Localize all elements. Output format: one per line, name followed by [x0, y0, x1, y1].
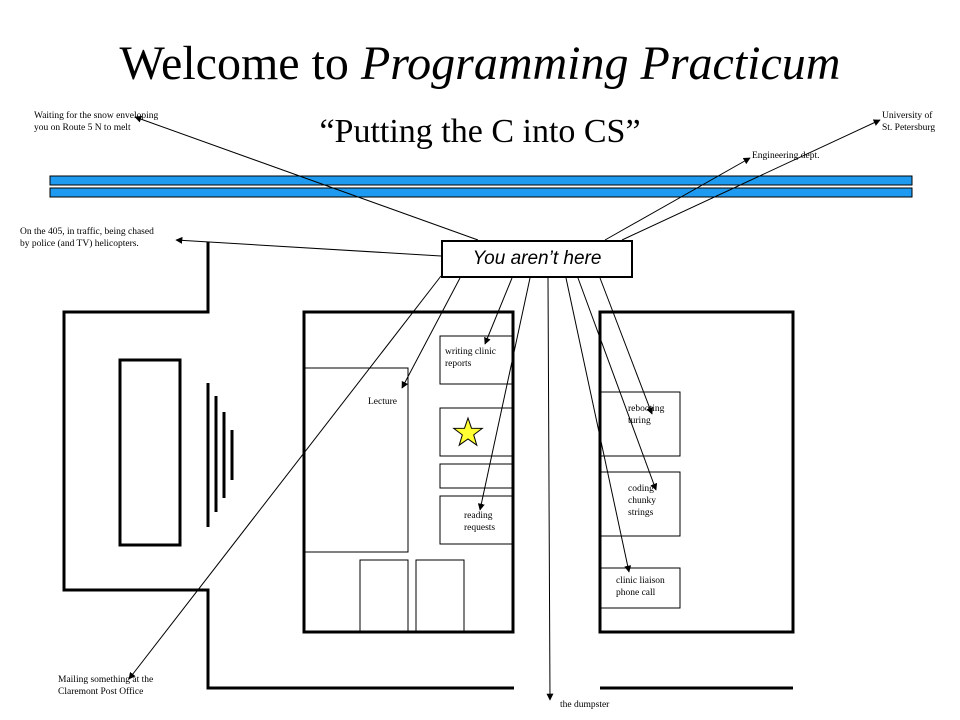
label-st-petersburg-line1: University of: [882, 111, 933, 121]
label-rebooting-line1: rebooting: [628, 404, 665, 414]
road-stripe-top: [49, 175, 913, 186]
label-coding-line1: coding: [628, 484, 654, 494]
label-clinic-line1: clinic liaison: [616, 576, 665, 586]
label-snow-line2: you on Route 5 N to melt: [34, 123, 131, 133]
arrow-to-snow: [134, 115, 479, 241]
label-reading-line1: reading: [464, 511, 493, 521]
star-icon: [452, 416, 484, 447]
coding-room: [599, 471, 681, 537]
star-room: [439, 407, 513, 457]
label-mailing-line1: Mailing something at the: [58, 675, 154, 685]
label-writing-line2: reports: [445, 359, 472, 369]
label-clinic-line2: phone call: [616, 588, 656, 598]
bottom-room-right: [415, 559, 465, 633]
arrow-to-st-petersburg: [621, 119, 881, 241]
label-snow: Waiting for the snow enveloping you on R…: [34, 110, 158, 134]
road-stripe-bottom: [49, 187, 913, 198]
slide-title: Welcome to Programming Practicum: [0, 34, 960, 94]
you-are-here-box: You aren’t here: [441, 240, 633, 278]
label-freeway-line1: On the 405, in traffic, being chased: [20, 227, 154, 237]
arrow-to-reading-requests: [477, 277, 531, 511]
label-freeway-line2: by police (and TV) helicopters.: [20, 239, 139, 249]
label-freeway: On the 405, in traffic, being chased by …: [20, 226, 154, 250]
arrow-to-lecture: [401, 277, 461, 389]
label-post-office: Mailing something at the Claremont Post …: [58, 674, 153, 698]
label-dumpster: the dumpster: [560, 700, 610, 710]
arrow-to-engineering: [604, 157, 751, 241]
label-writing-clinic: writing clinic reports: [445, 346, 496, 370]
lecture-room: [304, 367, 409, 553]
label-coding-line2: chunky: [628, 496, 656, 506]
label-snow-line1: Waiting for the snow enveloping: [34, 111, 159, 121]
arrow-to-clinic-liaison: [565, 277, 632, 573]
label-engineering: Engineering dept.: [752, 151, 820, 161]
rebooting-room: [599, 391, 681, 457]
reading-room: [439, 495, 513, 545]
arrow-to-coding: [577, 277, 658, 491]
title-plain: Welcome to: [119, 37, 361, 90]
small-room: [439, 463, 513, 489]
slide-subtitle: “Putting the C into CS”: [319, 113, 641, 150]
label-st-petersburg: University of St. Petersburg: [882, 110, 935, 134]
label-lecture: Lecture: [368, 397, 398, 407]
arrow-to-writing-clinic: [484, 277, 513, 345]
title-italic: Programming Practicum: [360, 37, 841, 90]
left-building-wall: [62, 242, 514, 690]
clinic-liaison-room: [599, 567, 681, 609]
label-reading-line2: requests: [464, 523, 496, 533]
arrow-to-post-office: [128, 275, 442, 680]
label-coding-line3: strings: [628, 508, 654, 518]
label-rebooting-turing: rebooting turing: [628, 403, 664, 427]
label-writing-line1: writing clinic: [445, 347, 496, 357]
label-st-petersburg-line2: St. Petersburg: [882, 123, 936, 133]
label-rebooting-line2: turing: [628, 416, 651, 426]
arrow-to-dumpster: [546, 277, 554, 701]
left-room: [118, 358, 182, 547]
bottom-room-left: [359, 559, 409, 633]
arrow-to-freeway: [175, 236, 442, 257]
label-reading-requests: reading requests: [464, 510, 495, 534]
label-mailing-line2: Claremont Post Office: [58, 687, 144, 697]
label-coding-chunky-strings: coding chunky strings: [628, 483, 656, 519]
arrow-to-rebooting: [599, 277, 654, 415]
label-clinic-liaison: clinic liaison phone call: [616, 575, 665, 599]
